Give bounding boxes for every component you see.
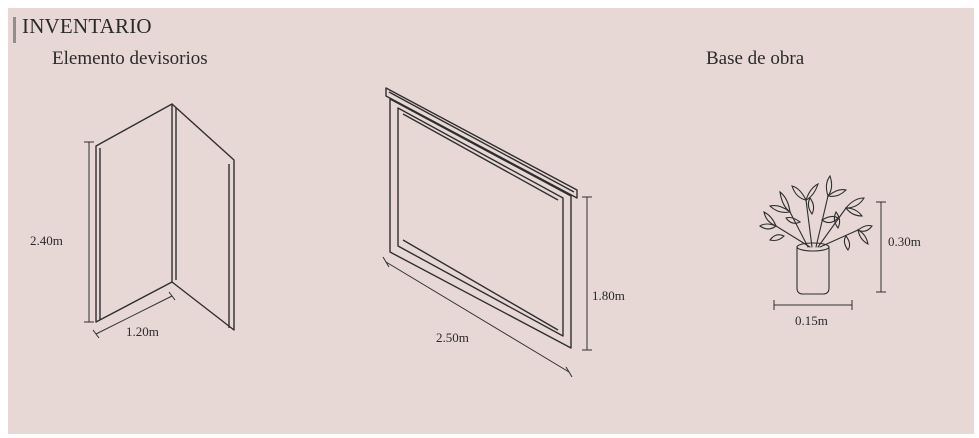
vase-drawing	[759, 174, 873, 295]
vase-dimension-lines	[773, 201, 886, 310]
inventory-panel	[8, 8, 974, 434]
divider-dimension-lines	[84, 141, 176, 339]
dividers-section-label: Elemento devisorios	[52, 48, 208, 69]
divider-width-label: 1.20m	[126, 324, 159, 339]
base-section-label: Base de obra	[706, 48, 805, 69]
title-accent-bar	[13, 17, 16, 43]
divider-height-label: 2.40m	[30, 233, 63, 248]
vase-width-label: 0.15m	[795, 313, 828, 328]
frame-height-label: 1.80m	[592, 288, 625, 303]
frame-width-label: 2.50m	[436, 330, 469, 345]
folding-divider-drawing	[95, 103, 235, 331]
vase-height-label: 0.30m	[888, 234, 921, 249]
page-title: INVENTARIO	[22, 14, 152, 38]
frame-dimension-lines	[382, 196, 592, 378]
frame-drawing	[385, 87, 578, 349]
